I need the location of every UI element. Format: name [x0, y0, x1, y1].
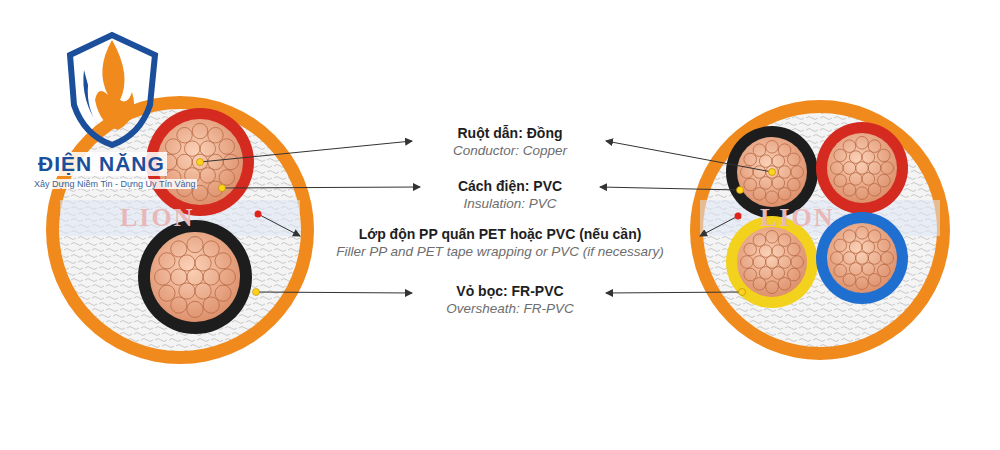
part-name-english: Filler PP and PET tape wrapping or PVC (… [336, 244, 663, 259]
logo-shield [70, 35, 155, 145]
part-name: Cách điện: PVC [458, 178, 562, 194]
leader-dots [197, 159, 776, 296]
part-name: Lớp độn PP quấn PET hoặc PVC (nếu cần) [359, 226, 642, 242]
part-name-english: Conductor: Copper [453, 143, 567, 158]
part-name-english: Insulation: PVC [463, 196, 556, 211]
brand-slogan: Xây Dựng Niềm Tin - Dựng Uy Tín Vàng [32, 179, 197, 189]
copper-strands [155, 123, 894, 317]
four-core-cable [690, 100, 950, 360]
part-name: Ruột dẫn: Đồng [458, 125, 563, 141]
brand-name: ĐIỆN NĂNG [36, 152, 167, 176]
leader-dot [735, 213, 742, 220]
watermark: LION [120, 203, 194, 233]
leader-lines [200, 141, 772, 293]
part-name-english: Oversheath: FR-PVC [446, 301, 574, 316]
watermark: LION [760, 203, 834, 233]
two-core-cable [46, 96, 314, 364]
leader-dot [255, 211, 262, 218]
part-name: Vỏ bọc: FR-PVC [456, 283, 563, 299]
